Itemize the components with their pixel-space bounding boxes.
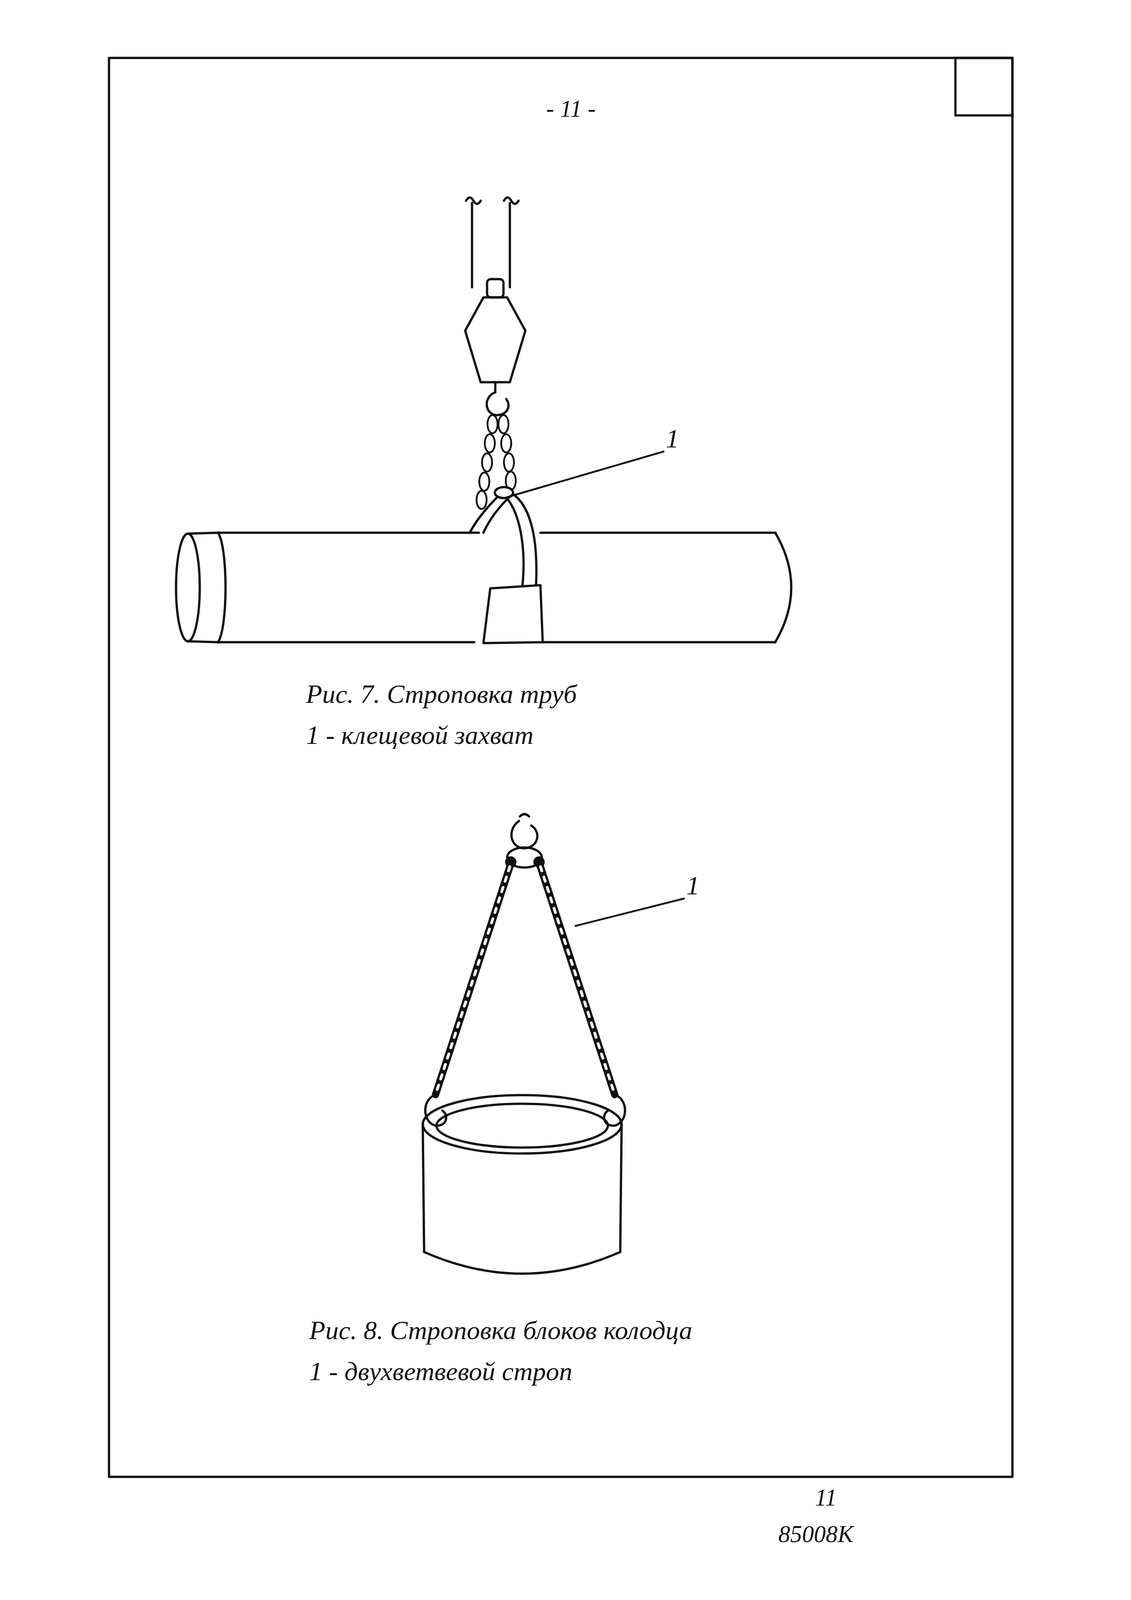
- callout-number: 1: [665, 424, 680, 454]
- callout-number: 1: [686, 871, 700, 901]
- page-number: 11: [814, 1484, 837, 1511]
- legend-note: 1 - двухветвевой строп: [309, 1356, 573, 1386]
- pipe: [176, 532, 792, 643]
- page-number: - 11 -: [546, 95, 597, 122]
- two-leg-sling: [425, 866, 626, 1126]
- legend-note: 1 - клещевой захват: [306, 720, 534, 750]
- hook-block: [465, 279, 526, 416]
- leader-line: [575, 898, 685, 926]
- tong-grip: [469, 487, 543, 644]
- corner-box: [955, 57, 1013, 116]
- chain: [476, 415, 516, 509]
- sling-hook: [506, 814, 544, 868]
- crane-ropes: [466, 197, 519, 288]
- leader-line: [507, 451, 664, 498]
- document-code: 85008К: [778, 1520, 854, 1547]
- page-frame: [108, 57, 1013, 1477]
- figure-caption: Рис. 8. Строповка блоков колодца: [309, 1315, 693, 1345]
- well-ring: [422, 1094, 622, 1274]
- figure-caption: Рис. 7. Строповка труб: [306, 679, 577, 709]
